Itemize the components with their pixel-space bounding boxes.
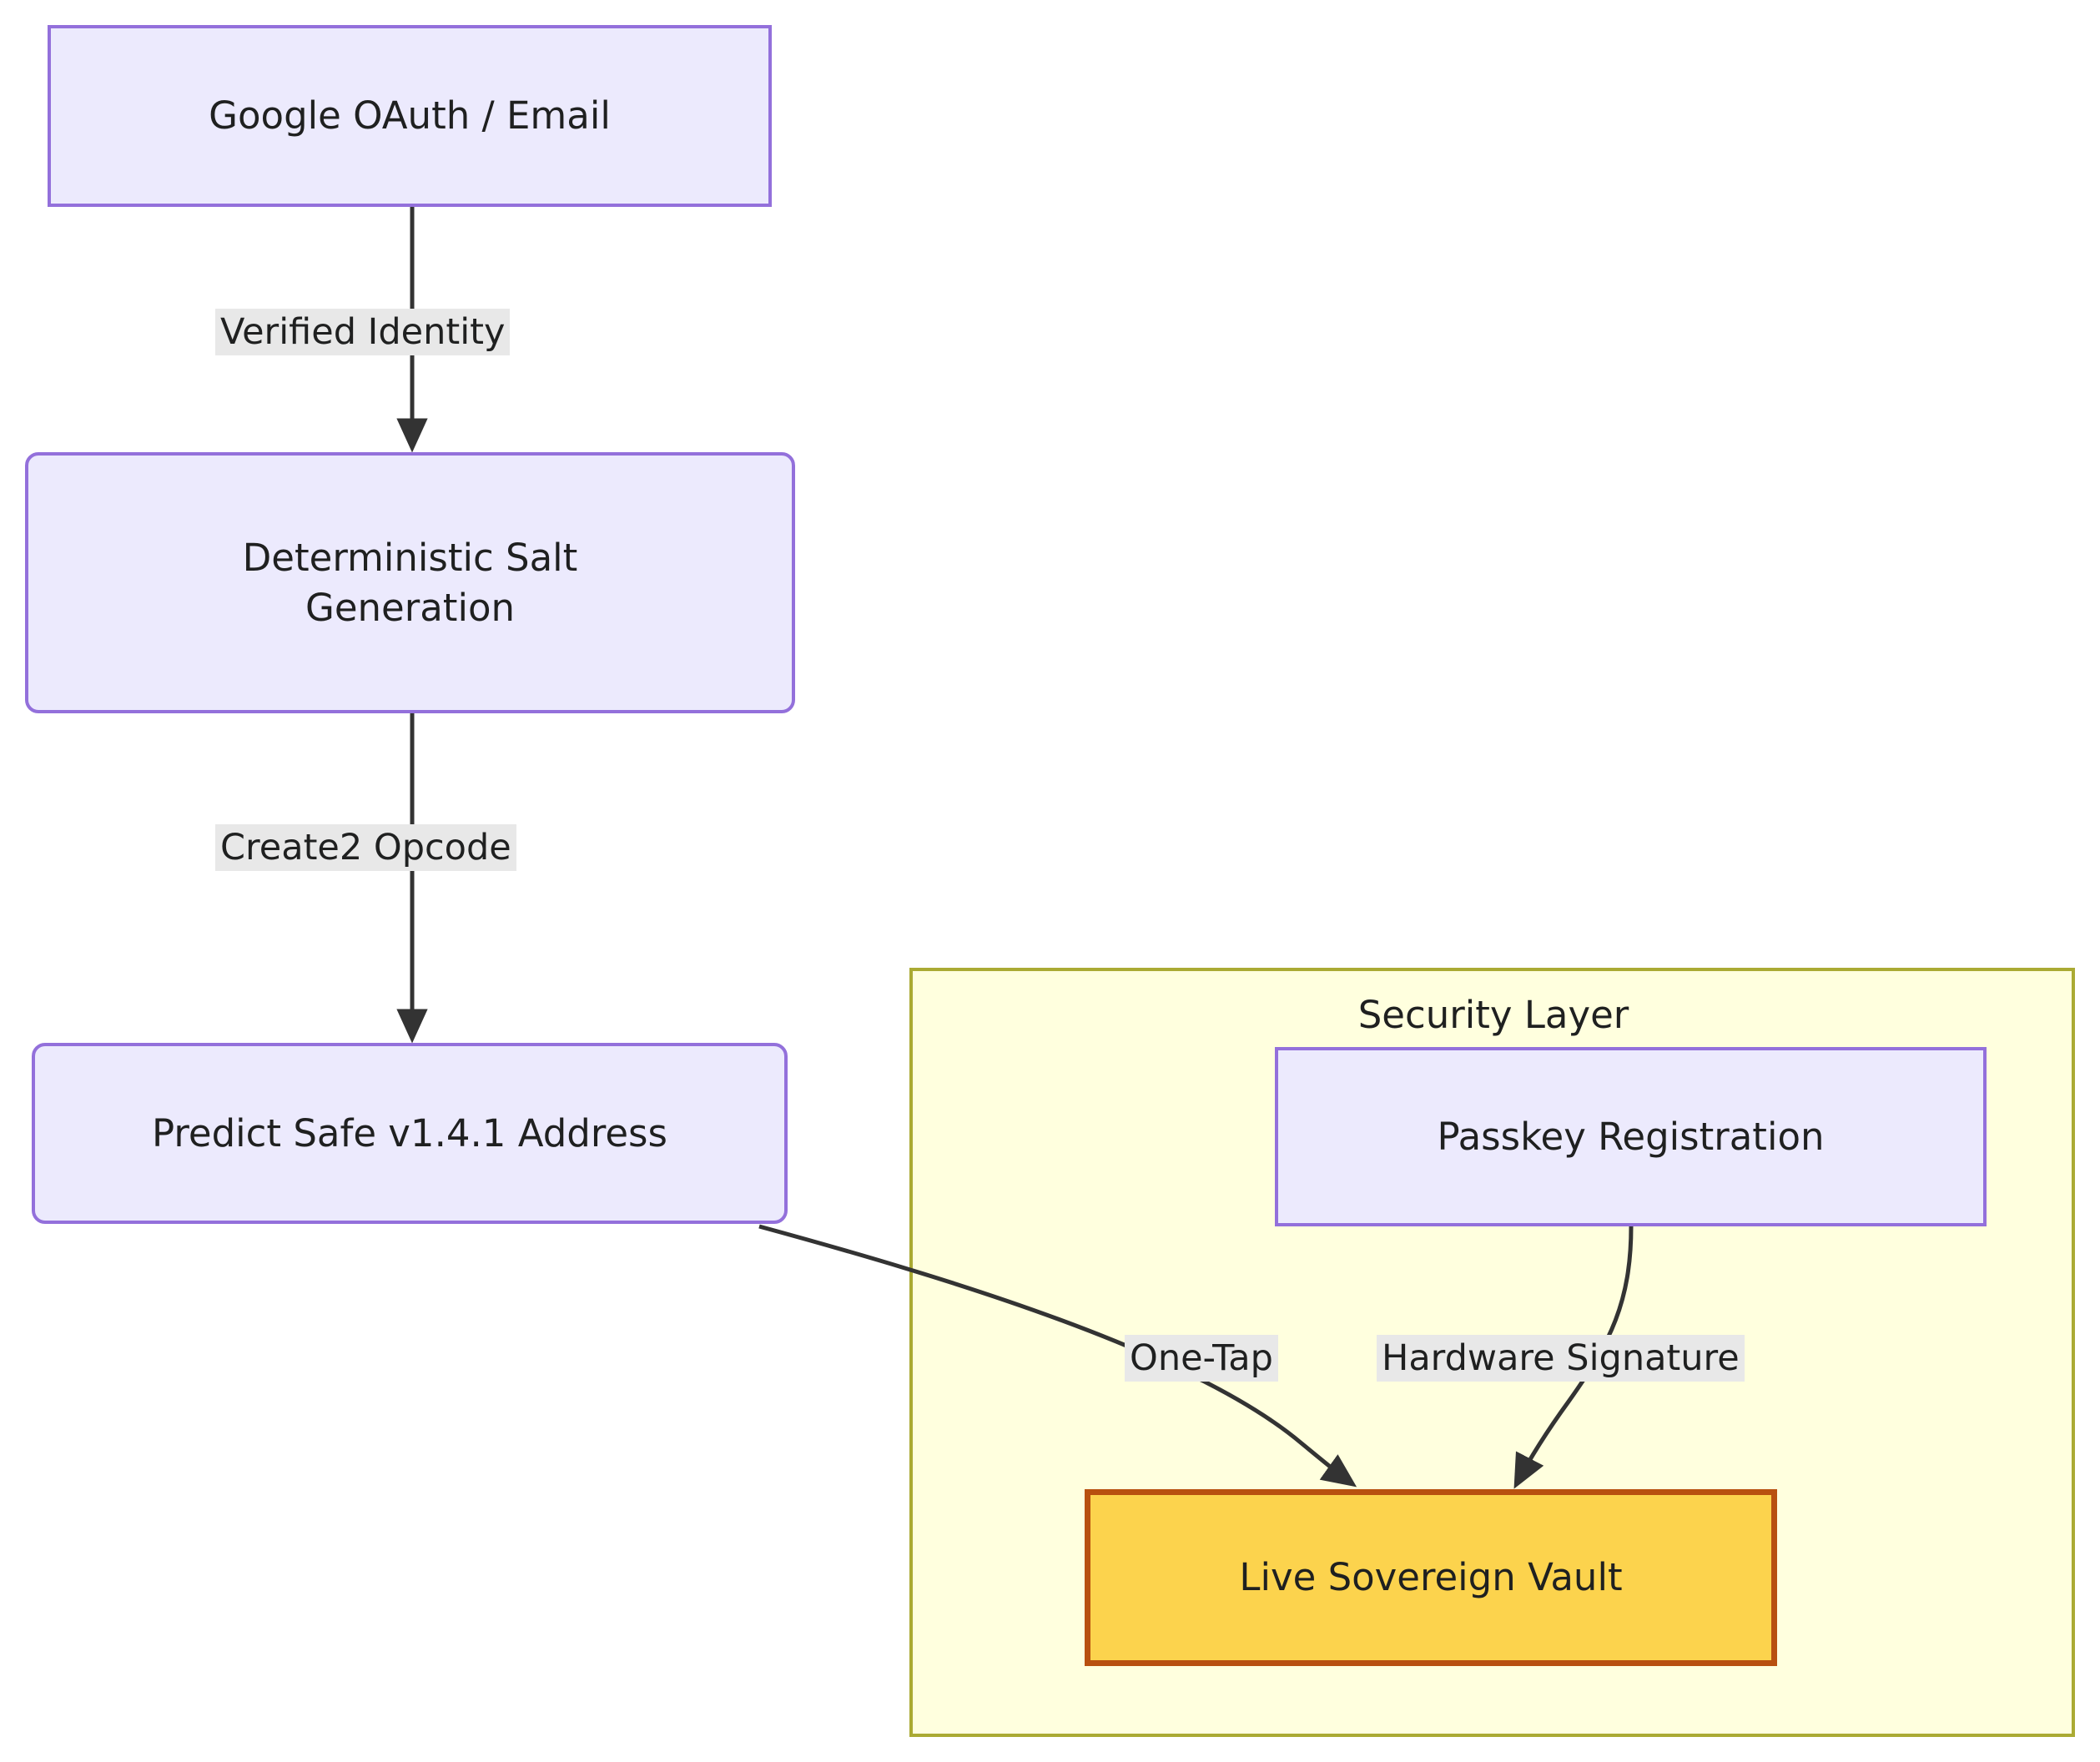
node-passkey-registration[interactable]: Passkey Registration: [1275, 1047, 1987, 1226]
cluster-title-security-layer: Security Layer: [1357, 993, 1629, 1037]
edge-label-one-tap: One-Tap: [1125, 1335, 1278, 1382]
edge-label-create2-opcode: Create2 Opcode: [215, 824, 516, 872]
node-label-predict-safe-address: Predict Safe v1.4.1 Address: [152, 1110, 667, 1155]
node-predict-safe-address[interactable]: Predict Safe v1.4.1 Address: [32, 1043, 788, 1224]
node-live-sovereign-vault[interactable]: Live Sovereign Vault: [1085, 1489, 1777, 1666]
edge-label-hardware-signature: Hardware Signature: [1377, 1335, 1745, 1382]
node-deterministic-salt-generation[interactable]: Deterministic Salt Generation: [25, 452, 795, 713]
node-label-google-oauth-email: Google OAuth / Email: [209, 93, 611, 138]
edge-passkey-to-vault: [1513, 1226, 1634, 1489]
node-google-oauth-email[interactable]: Google OAuth / Email: [48, 25, 772, 207]
node-label-passkey-registration: Passkey Registration: [1437, 1114, 1825, 1159]
node-label-live-sovereign-vault: Live Sovereign Vault: [1239, 1555, 1623, 1600]
node-label-deterministic-salt-generation: Deterministic Salt Generation: [242, 536, 578, 630]
edge-label-verified-identity: Verified Identity: [215, 309, 511, 356]
